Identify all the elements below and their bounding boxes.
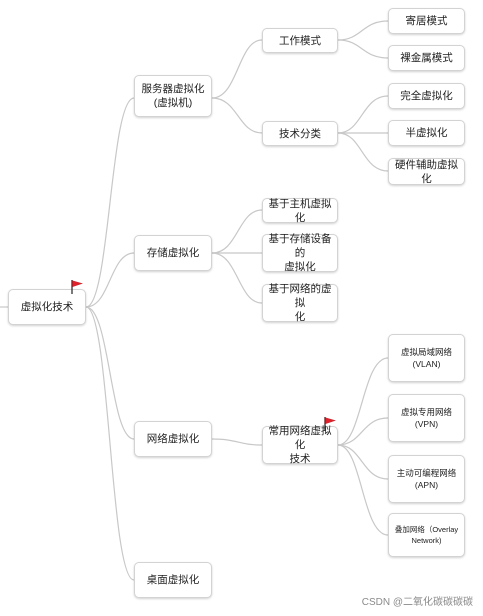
common-tech-label: 常用网络虚拟化 技术 xyxy=(268,425,332,465)
root-label: 虚拟化技术 xyxy=(20,301,74,313)
server-label: 服务器虚拟化 (虚拟机) xyxy=(141,83,205,109)
para-virt-label: 半虚拟化 xyxy=(405,127,448,139)
link-common-4 xyxy=(337,444,389,536)
node-vpn[interactable]: 虚拟专用网络 (VPN) xyxy=(388,394,465,442)
work-mode-label: 工作模式 xyxy=(279,34,321,47)
flag-icon xyxy=(71,280,83,294)
device-based-label: 基于存储设备的 虚拟化 xyxy=(268,233,332,273)
node-apn[interactable]: 主动可编程网络 (APN) xyxy=(388,455,465,503)
node-vlan[interactable]: 虚拟局域网络 (VLAN) xyxy=(388,334,465,382)
vlan-label: 虚拟局域网络 (VLAN) xyxy=(400,347,452,369)
network-label: 网络虚拟化 xyxy=(146,433,200,445)
tech-class-label: 技术分类 xyxy=(279,127,321,140)
overlay-label: 叠加网络（Overlay Network) xyxy=(394,525,459,545)
link-techclass-3 xyxy=(337,132,389,172)
node-common-network-tech[interactable]: 常用网络虚拟化 技术 xyxy=(262,425,338,465)
full-virt-label: 完全虚拟化 xyxy=(400,90,453,102)
link-storage-3 xyxy=(211,252,263,304)
node-para-virtualization[interactable]: 半虚拟化 xyxy=(388,120,465,146)
node-network-based[interactable]: 基于网络的虚拟 化 xyxy=(262,283,338,323)
link-common-1 xyxy=(337,357,389,446)
link-root-desktop xyxy=(85,306,135,581)
node-overlay-network[interactable]: 叠加网络（Overlay Network) xyxy=(388,513,465,557)
node-full-virtualization[interactable]: 完全虚拟化 xyxy=(388,83,465,109)
node-storage-virtualization[interactable]: 存储虚拟化 xyxy=(134,235,212,271)
node-hosted-mode[interactable]: 寄居模式 xyxy=(388,8,465,34)
apn-label: 主动可编程网络 (APN) xyxy=(396,468,457,490)
network-based-label: 基于网络的虚拟 化 xyxy=(268,283,332,323)
hosted-mode-label: 寄居模式 xyxy=(405,15,448,27)
node-device-based[interactable]: 基于存储设备的 虚拟化 xyxy=(262,233,338,273)
node-tech-class[interactable]: 技术分类 xyxy=(262,121,338,146)
link-root-storage xyxy=(85,252,135,308)
node-hw-assisted-virtualization[interactable]: 硬件辅助虚拟化 xyxy=(388,158,465,185)
link-techclass-1 xyxy=(337,95,389,134)
node-bare-metal-mode[interactable]: 裸金属模式 xyxy=(388,45,465,71)
storage-label: 存储虚拟化 xyxy=(146,247,200,259)
link-server-workmode xyxy=(211,39,263,99)
hw-assisted-label: 硬件辅助虚拟化 xyxy=(395,158,458,185)
link-root-server xyxy=(85,97,135,308)
flag-icon xyxy=(324,417,336,431)
root-node[interactable]: 虚拟化技术 xyxy=(8,289,86,325)
node-network-virtualization[interactable]: 网络虚拟化 xyxy=(134,421,212,457)
link-common-2 xyxy=(337,417,389,446)
vpn-label: 虚拟专用网络 (VPN) xyxy=(400,407,452,429)
link-workmode-1 xyxy=(337,20,389,41)
node-desktop-virtualization[interactable]: 桌面虚拟化 xyxy=(134,562,212,598)
link-workmode-2 xyxy=(337,39,389,59)
bare-metal-label: 裸金属模式 xyxy=(400,52,453,64)
desktop-label: 桌面虚拟化 xyxy=(146,574,200,586)
link-root-network xyxy=(85,306,135,440)
host-based-label: 基于主机虚拟化 xyxy=(268,197,332,224)
node-work-mode[interactable]: 工作模式 xyxy=(262,28,338,53)
link-storage-1 xyxy=(211,209,263,254)
node-server-virtualization[interactable]: 服务器虚拟化 (虚拟机) xyxy=(134,75,212,117)
node-host-based[interactable]: 基于主机虚拟化 xyxy=(262,197,338,224)
link-server-techclass xyxy=(211,97,263,134)
link-network-common xyxy=(211,438,263,446)
link-common-3 xyxy=(337,444,389,480)
watermark: CSDN @二氧化碳碳碳碳 xyxy=(361,597,473,608)
